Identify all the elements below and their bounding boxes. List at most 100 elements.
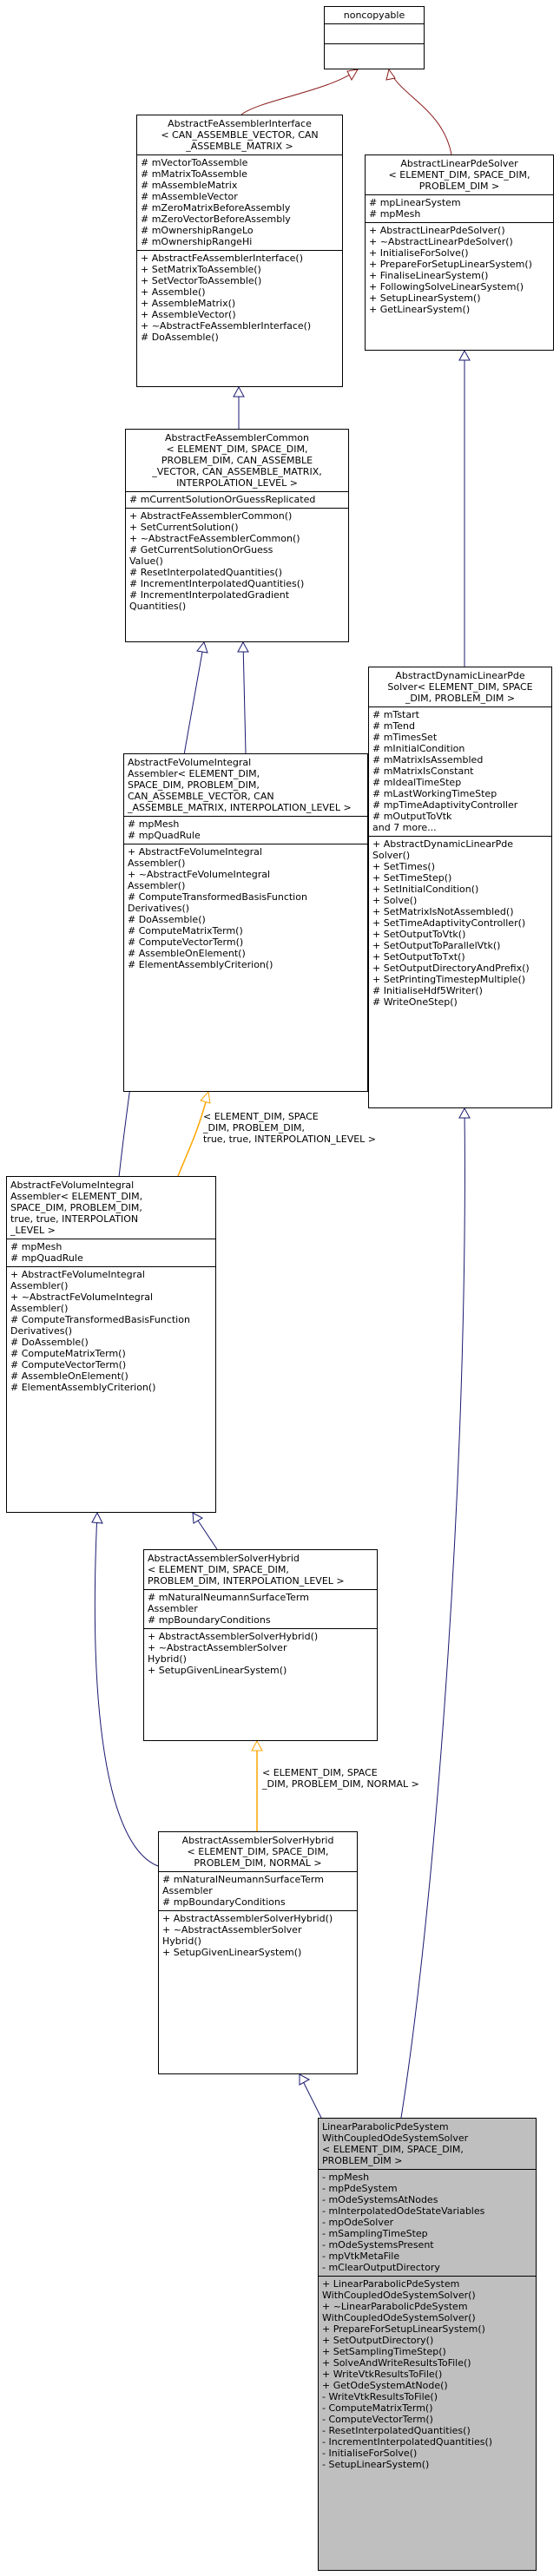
class-method: Hybrid() <box>162 1935 201 1947</box>
class-method: + SetupGivenLinearSystem() <box>162 1947 302 1958</box>
class-attribute: # mpBoundaryConditions <box>162 1896 286 1908</box>
class-attribute: # mpBoundaryConditions <box>148 1614 271 1626</box>
class-title-line: WithCoupledOdeSystemSolver <box>322 2132 469 2144</box>
class-abstract-fe-assembler-interface[interactable]: AbstractFeAssemblerInterface< CAN_ASSEMB… <box>136 115 343 387</box>
class-method: + SetOutputDirectoryAndPrefix() <box>372 963 530 974</box>
template-arg-line: < ELEMENT_DIM, SPACE <box>262 1767 378 1778</box>
class-method: + AbstractFeAssemblerInterface() <box>141 253 304 264</box>
class-title-line: AbstractAssemblerSolverHybrid <box>181 1835 334 1846</box>
class-abstract-assembler-solver-hybrid-template[interactable]: AbstractAssemblerSolverHybrid< ELEMENT_D… <box>143 1549 378 1741</box>
class-method: WithCoupledOdeSystemSolver() <box>322 2312 476 2323</box>
class-method: + PrepareForSetupLinearSystem() <box>369 259 532 270</box>
class-title-line: _DIM, PROBLEM_DIM > <box>405 693 516 704</box>
class-attribute: # mpLinearSystem <box>369 197 461 208</box>
class-method: # DoAssemble() <box>128 914 206 925</box>
class-noncopyable[interactable]: noncopyable <box>324 6 425 69</box>
class-method: # InitialiseHdf5Writer() <box>372 985 483 996</box>
class-attributes: # mTstart# mTend# mTimesSet# mInitialCon… <box>369 706 551 836</box>
class-title-line: Assembler< ELEMENT_DIM, <box>128 768 260 779</box>
class-attributes: # mpMesh# mpQuadRule <box>124 816 367 844</box>
class-method: + SetSamplingTimeStep() <box>322 2346 446 2357</box>
class-method: # GetCurrentSolutionOrGuess <box>129 544 273 555</box>
class-method: # DoAssemble() <box>10 1337 89 1348</box>
class-title-line: AbstractFeAssemblerCommon <box>164 432 309 444</box>
class-attribute: # mCurrentSolutionOrGuessReplicated <box>129 494 316 505</box>
class-method: Quantities() <box>129 601 187 612</box>
class-attribute: # mMatrixToAssemble <box>141 168 247 180</box>
class-attributes: # mCurrentSolutionOrGuessReplicated <box>126 491 348 508</box>
class-title-line: true, true, INTERPOLATION <box>10 1213 139 1225</box>
class-method: + SetTimes() <box>372 861 436 872</box>
class-method: + SetTimeAdaptivityController() <box>372 917 526 929</box>
class-method: Derivatives() <box>128 903 190 914</box>
class-method: + SetOutputToParallelVtk() <box>372 940 501 951</box>
class-methods: + AbstractFeAssemblerCommon()+ SetCurren… <box>126 508 348 614</box>
class-title-line: _VECTOR, CAN_ASSEMBLE_MATRIX, <box>152 466 322 477</box>
class-attribute: # mAssembleVector <box>141 191 238 202</box>
arrowhead-common-fvia-inst <box>196 641 208 654</box>
class-attribute: # mpMesh <box>369 208 421 220</box>
class-abstract-fe-assembler-common[interactable]: AbstractFeAssemblerCommon< ELEMENT_DIM, … <box>125 429 349 642</box>
class-attribute: # mpQuadRule <box>10 1252 83 1264</box>
class-abstract-assembler-solver-hybrid-instance[interactable]: AbstractAssemblerSolverHybrid< ELEMENT_D… <box>158 1831 358 2074</box>
class-title-line: Assembler< ELEMENT_DIM, <box>10 1191 143 1202</box>
template-args-label-hybrid: < ELEMENT_DIM, SPACE_DIM, PROBLEM_DIM, N… <box>262 1767 419 1790</box>
class-method: + SetMatrixToAssemble() <box>141 264 261 275</box>
class-methods: + AbstractLinearPdeSolver()+ ~AbstractLi… <box>366 222 553 318</box>
class-attribute: # mOwnershipRangeLo <box>141 225 254 236</box>
class-attribute: # mOutputToVtk <box>372 811 452 822</box>
class-method: # IncrementInterpolatedGradient <box>129 589 290 601</box>
edge-common-to-fvia-template <box>242 641 247 754</box>
class-method: + SetOutputToVtk() <box>372 929 466 940</box>
class-method: + FollowingSolveLinearSystem() <box>369 281 524 292</box>
arrowhead-noncopyable-interface <box>346 69 359 82</box>
class-method: - IncrementInterpolatedQuantities() <box>322 2436 493 2448</box>
class-title-line: AbstractLinearPdeSolver <box>400 158 518 169</box>
class-method: + SetInitialCondition() <box>372 884 479 895</box>
class-title-line: LinearParabolicPdeSystem <box>322 2121 449 2132</box>
class-attributes: # mpMesh# mpQuadRule <box>7 1239 215 1266</box>
class-method: # DoAssemble() <box>141 332 219 343</box>
class-title-line: AbstractFeVolumeIntegral <box>128 757 252 768</box>
class-method: + InitialiseForSolve() <box>369 247 469 259</box>
class-method: + Assemble() <box>141 286 206 298</box>
class-method: + AbstractAssemblerSolverHybrid() <box>148 1631 319 1642</box>
class-title-line: CAN_ASSEMBLE_VECTOR, CAN <box>128 791 274 802</box>
class-title-line: INTERPOLATION_LEVEL > <box>176 477 298 489</box>
class-title-line: noncopyable <box>343 10 405 21</box>
arrowhead-hybrid-template <box>251 1739 263 1751</box>
class-title-line: PROBLEM_DIM, INTERPOLATION_LEVEL > <box>148 1575 345 1587</box>
class-method: # ElementAssemblyCriterion() <box>128 959 273 970</box>
edge-fvia-template-to-inst <box>177 1091 209 1177</box>
class-attribute: # mMatrixIsAssembled <box>372 754 484 766</box>
class-attribute: # mAssembleMatrix <box>141 180 238 191</box>
class-abstract-linear-pde-solver[interactable]: AbstractLinearPdeSolver< ELEMENT_DIM, SP… <box>365 154 554 351</box>
class-method: - SetupLinearSystem() <box>322 2459 430 2470</box>
class-title-line: _ASSEMBLE_MATRIX > <box>186 141 293 152</box>
class-attributes: # mVectorToAssemble# mMatrixToAssemble# … <box>137 154 342 250</box>
arrowhead-fvia-hybrid <box>192 1512 204 1524</box>
arrowhead-noncopyable-linear <box>385 68 396 81</box>
class-method: Hybrid() <box>148 1653 187 1665</box>
class-methods <box>325 43 424 63</box>
class-method: Derivatives() <box>10 1325 73 1337</box>
class-attribute: # mZeroMatrixBeforeAssembly <box>141 202 291 214</box>
class-attribute: Assembler <box>162 1885 213 1896</box>
class-title-line: _LEVEL > <box>10 1225 56 1236</box>
class-attribute: # mTstart <box>372 709 419 720</box>
class-method: + ~AbstractAssemblerSolver <box>162 1924 302 1935</box>
class-method: # ComputeMatrixTerm() <box>10 1348 126 1359</box>
class-title-line: PROBLEM_DIM > <box>418 181 500 192</box>
class-attribute: # mMatrixIsConstant <box>372 766 474 777</box>
arrowhead-common-fvia <box>237 641 249 653</box>
class-attribute: # mInitialCondition <box>372 743 465 754</box>
